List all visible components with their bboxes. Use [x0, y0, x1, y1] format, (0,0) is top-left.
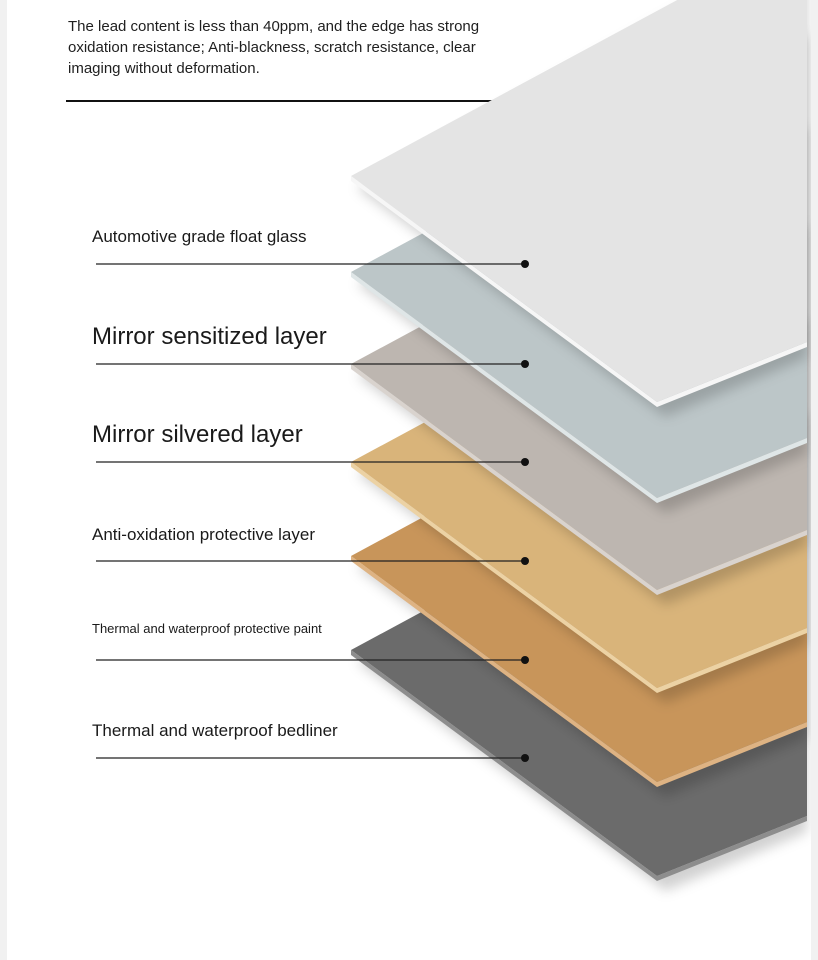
- layer-sheets: [351, 0, 807, 891]
- label-sensitized-layer: Mirror sensitized layer: [92, 323, 327, 350]
- sheet-float-glass: [351, 0, 807, 417]
- leader-dot-sensitized-layer: [521, 360, 529, 368]
- label-bedliner: Thermal and waterproof bedliner: [92, 721, 338, 740]
- leader-dot-anti-oxidation-layer: [521, 557, 529, 565]
- layer-leader-lines: [96, 260, 529, 762]
- leader-dot-float-glass: [521, 260, 529, 268]
- layer-stack-illustration: [96, 0, 807, 891]
- diagram-page: The lead content is less than 40ppm, and…: [7, 0, 811, 960]
- label-anti-oxidation-layer: Anti-oxidation protective layer: [92, 525, 316, 544]
- label-silvered-layer: Mirror silvered layer: [92, 421, 303, 448]
- intro-text: The lead content is less than 40ppm, and…: [68, 18, 480, 77]
- leader-dot-bedliner: [521, 754, 529, 762]
- header-divider: [66, 100, 754, 102]
- label-protective-paint: Thermal and waterproof protective paint: [92, 621, 322, 636]
- leader-dot-silvered-layer: [521, 458, 529, 466]
- label-float-glass: Automotive grade float glass: [92, 227, 307, 246]
- leader-dot-protective-paint: [521, 656, 529, 664]
